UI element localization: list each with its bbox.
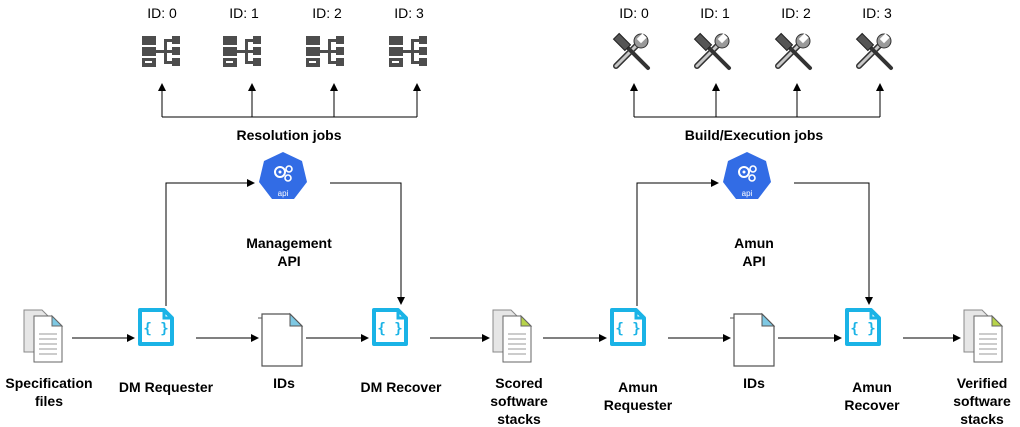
build-id-0: ID: 0 [619, 5, 649, 21]
server-icon [142, 36, 180, 67]
tools-icon [857, 33, 891, 68]
tools-icon [614, 33, 648, 68]
dm-requester-label: DM Requester [118, 379, 214, 395]
dm-recover-label: DM Recover [360, 379, 442, 395]
server-icon [223, 36, 261, 67]
amun-recover-label-line1: Amun [852, 379, 892, 395]
ids-label: IDs [743, 375, 765, 391]
management-api-label-line1: Management [246, 235, 332, 251]
amun-api-icon-text: api [742, 189, 753, 198]
scored-label-line3: stacks [497, 411, 541, 427]
build-id-1: ID: 1 [700, 5, 730, 21]
resolution-id-2: ID: 2 [312, 5, 342, 21]
resolution-jobs-connector [158, 83, 421, 118]
ids-label: IDs [273, 375, 295, 391]
verified-label-line2: software [953, 393, 1011, 409]
resolution-id-3: ID: 3 [394, 5, 424, 21]
resolution-id-0: ID: 0 [147, 5, 177, 21]
amun-recover-icon [845, 308, 881, 346]
amun-requester-icon [610, 308, 646, 346]
verified-label-line1: Verified [956, 375, 1008, 391]
scored-label-line2: software [490, 393, 548, 409]
scored-label-line1: Scored [495, 375, 543, 391]
tools-icon [776, 33, 810, 68]
amun-api-label-line2: API [742, 253, 766, 269]
ids-document-icon [257, 313, 303, 367]
resolution-id-1: ID: 1 [229, 5, 259, 21]
build-id-2: ID: 2 [781, 5, 811, 21]
management-api-icon-text: api [278, 189, 289, 198]
resolution-jobs-label: Resolution jobs [209, 126, 369, 144]
ids-document-icon [729, 313, 775, 367]
tools-icon [695, 33, 729, 68]
scored-stacks-icon [492, 309, 532, 363]
management-api-label-line2: API [277, 253, 301, 269]
amun-requester-label-line1: Amun [618, 379, 658, 395]
amun-recover-label-line2: Recover [844, 397, 900, 413]
build-id-3: ID: 3 [862, 5, 892, 21]
dm-recover-icon [372, 308, 408, 346]
server-icon [389, 36, 427, 67]
build-jobs-label: Build/Execution jobs [664, 126, 844, 144]
specification-files-icon [23, 309, 63, 363]
spec-files-label-line1: Specification [5, 375, 93, 391]
server-icon [306, 36, 344, 67]
verified-stacks-icon [963, 309, 1003, 363]
verified-label-line3: stacks [960, 411, 1004, 427]
spec-files-label-line2: files [34, 393, 63, 409]
amun-requester-label-line2: Requester [603, 397, 673, 413]
api-connectors [165, 179, 873, 306]
build-jobs-connector [630, 83, 884, 118]
amun-api-label-line1: Amun [734, 235, 774, 251]
dm-requester-icon [138, 308, 174, 346]
